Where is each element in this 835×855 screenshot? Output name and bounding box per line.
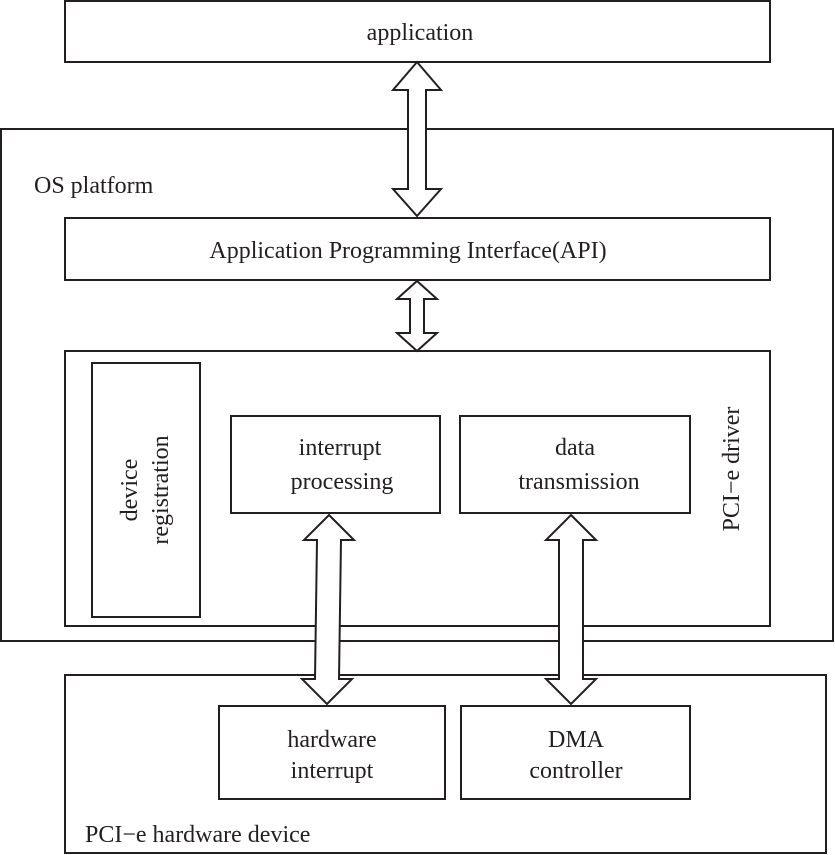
- api-label: Application Programming Interface(API): [209, 238, 606, 264]
- os-platform-label: OS platform: [34, 173, 154, 199]
- device-registration-line-1: device: [117, 459, 143, 522]
- dma-controller-box: [460, 705, 691, 800]
- device-registration-line-2: registration: [148, 435, 174, 544]
- data-transmission-box: [459, 415, 691, 514]
- arrow-application-api: [390, 60, 444, 218]
- hardware-interrupt-line-2: interrupt: [291, 758, 374, 784]
- pcie-hardware-device-box: [64, 674, 827, 854]
- data-transmission-line-2: transmission: [518, 469, 639, 495]
- arrow-api-driver: [394, 279, 440, 353]
- dma-controller-line-2: controller: [529, 758, 622, 784]
- api-box: [64, 217, 771, 281]
- interrupt-processing-box: [230, 415, 441, 514]
- pcie-driver-label: PCI−e driver: [719, 407, 745, 532]
- interrupt-processing-line-2: processing: [291, 469, 394, 495]
- dma-controller-line-1: DMA: [548, 727, 605, 753]
- interrupt-processing-line-1: interrupt: [299, 435, 382, 461]
- data-transmission-line-1: data: [555, 435, 595, 461]
- hardware-interrupt-box: [218, 705, 446, 800]
- pcie-hardware-device-label: PCI−e hardware device: [85, 822, 310, 848]
- application-label: application: [367, 20, 474, 46]
- arrow-interrupt-processing-hardware-interrupt: [299, 513, 357, 706]
- device-registration-box: [91, 362, 201, 618]
- arrow-data-transmission-dma: [543, 513, 599, 706]
- hardware-interrupt-line-1: hardware: [287, 727, 376, 753]
- device-registration-label: device registration: [117, 435, 174, 544]
